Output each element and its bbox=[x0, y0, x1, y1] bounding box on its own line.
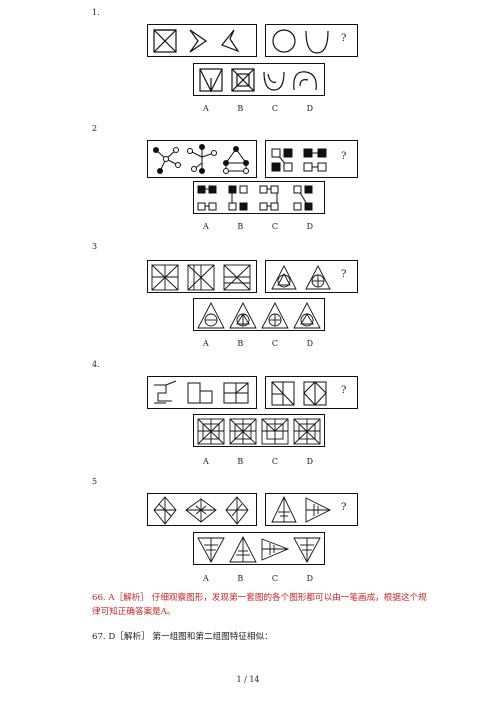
q4-option-labels: A B C D bbox=[203, 457, 313, 466]
q1-group-2-figures bbox=[272, 29, 329, 54]
answer-67: 67. D［解析］ 第一组图和第二组图特征相似： bbox=[92, 632, 273, 642]
q3-group-2-figures bbox=[271, 265, 331, 290]
q5-group-1-figures bbox=[153, 496, 249, 525]
q1-question-mark: ? bbox=[341, 33, 347, 44]
q4-option-c[interactable]: C bbox=[271, 457, 278, 466]
q3-option-a[interactable]: A bbox=[203, 339, 209, 348]
answer-66-number: 66. bbox=[92, 593, 106, 603]
q4-group-1 bbox=[147, 376, 257, 409]
q5-options bbox=[193, 532, 325, 565]
q1-options bbox=[193, 63, 325, 96]
q1-group-2: ? bbox=[265, 24, 358, 57]
q1-option-b[interactable]: B bbox=[237, 104, 244, 113]
q3-options bbox=[193, 298, 325, 331]
q5-option-c[interactable]: C bbox=[271, 574, 278, 583]
q2-group-1-figures bbox=[153, 144, 249, 174]
q1-option-a[interactable]: A bbox=[203, 104, 209, 113]
q1-option-labels: A B C D bbox=[203, 104, 313, 113]
q4-question-mark: ? bbox=[341, 385, 347, 396]
q2-option-b[interactable]: B bbox=[237, 222, 244, 231]
q3-option-labels: A B C D bbox=[203, 339, 313, 348]
q1-group-1-figures bbox=[153, 29, 240, 53]
q2-question-mark: ? bbox=[341, 151, 347, 162]
q2-group-1 bbox=[147, 140, 257, 178]
page-number: 1 / 14 bbox=[236, 675, 260, 684]
q4-group-1-figures bbox=[154, 380, 249, 404]
q3-group-1 bbox=[147, 260, 257, 293]
q5-option-labels: A B C D bbox=[203, 574, 313, 583]
q1-group-1 bbox=[147, 24, 257, 57]
q1-option-figures bbox=[199, 68, 317, 93]
q3-option-c[interactable]: C bbox=[271, 339, 278, 348]
q4-option-d[interactable]: D bbox=[306, 457, 313, 466]
q4-options bbox=[193, 414, 325, 447]
q5-group-1 bbox=[147, 493, 257, 526]
q2-option-figures bbox=[197, 185, 313, 211]
q2-options bbox=[193, 181, 325, 214]
q2-option-a[interactable]: A bbox=[203, 222, 209, 231]
q4-option-b[interactable]: B bbox=[237, 457, 244, 466]
question-number-4: 4. bbox=[92, 360, 100, 369]
q4-group-2-figures bbox=[271, 381, 327, 406]
q5-question-mark: ? bbox=[341, 502, 347, 513]
q5-group-2: ? bbox=[265, 493, 358, 526]
q2-option-labels: A B C D bbox=[203, 222, 313, 231]
question-number-1: 1. bbox=[92, 8, 100, 17]
q4-group-2: ? bbox=[265, 376, 358, 409]
question-number-5: 5 bbox=[92, 477, 98, 486]
q5-option-a[interactable]: A bbox=[203, 574, 209, 583]
question-number-3: 3 bbox=[92, 242, 98, 251]
answer-66: 66. A［解析］ 仔细观察图形，发现第一套图的各个图形都可以由一笔画成，根据这… bbox=[92, 591, 432, 619]
question-number-2: 2 bbox=[92, 124, 98, 133]
q5-option-figures bbox=[197, 536, 321, 563]
answer-66-text: A［解析］ 仔细观察图形，发现第一套图的各个图形都可以由一笔画成，根据这个规律可… bbox=[92, 593, 427, 617]
q5-option-b[interactable]: B bbox=[237, 574, 244, 583]
q2-group-2: ? bbox=[265, 140, 358, 178]
q3-question-mark: ? bbox=[341, 269, 347, 280]
q5-option-d[interactable]: D bbox=[306, 574, 313, 583]
q5-group-2-figures bbox=[271, 495, 332, 523]
q2-option-d[interactable]: D bbox=[306, 222, 313, 231]
q3-option-b[interactable]: B bbox=[237, 339, 244, 348]
q2-option-c[interactable]: C bbox=[271, 222, 278, 231]
q4-option-figures bbox=[197, 418, 321, 445]
q3-option-d[interactable]: D bbox=[306, 339, 313, 348]
q3-group-2: ? bbox=[265, 260, 358, 293]
q3-group-1-figures bbox=[151, 264, 251, 291]
q2-group-2-figures bbox=[271, 148, 327, 172]
q1-option-d[interactable]: D bbox=[306, 104, 313, 113]
q3-option-figures bbox=[197, 302, 321, 329]
q1-option-c[interactable]: C bbox=[271, 104, 278, 113]
q4-option-a[interactable]: A bbox=[203, 457, 209, 466]
